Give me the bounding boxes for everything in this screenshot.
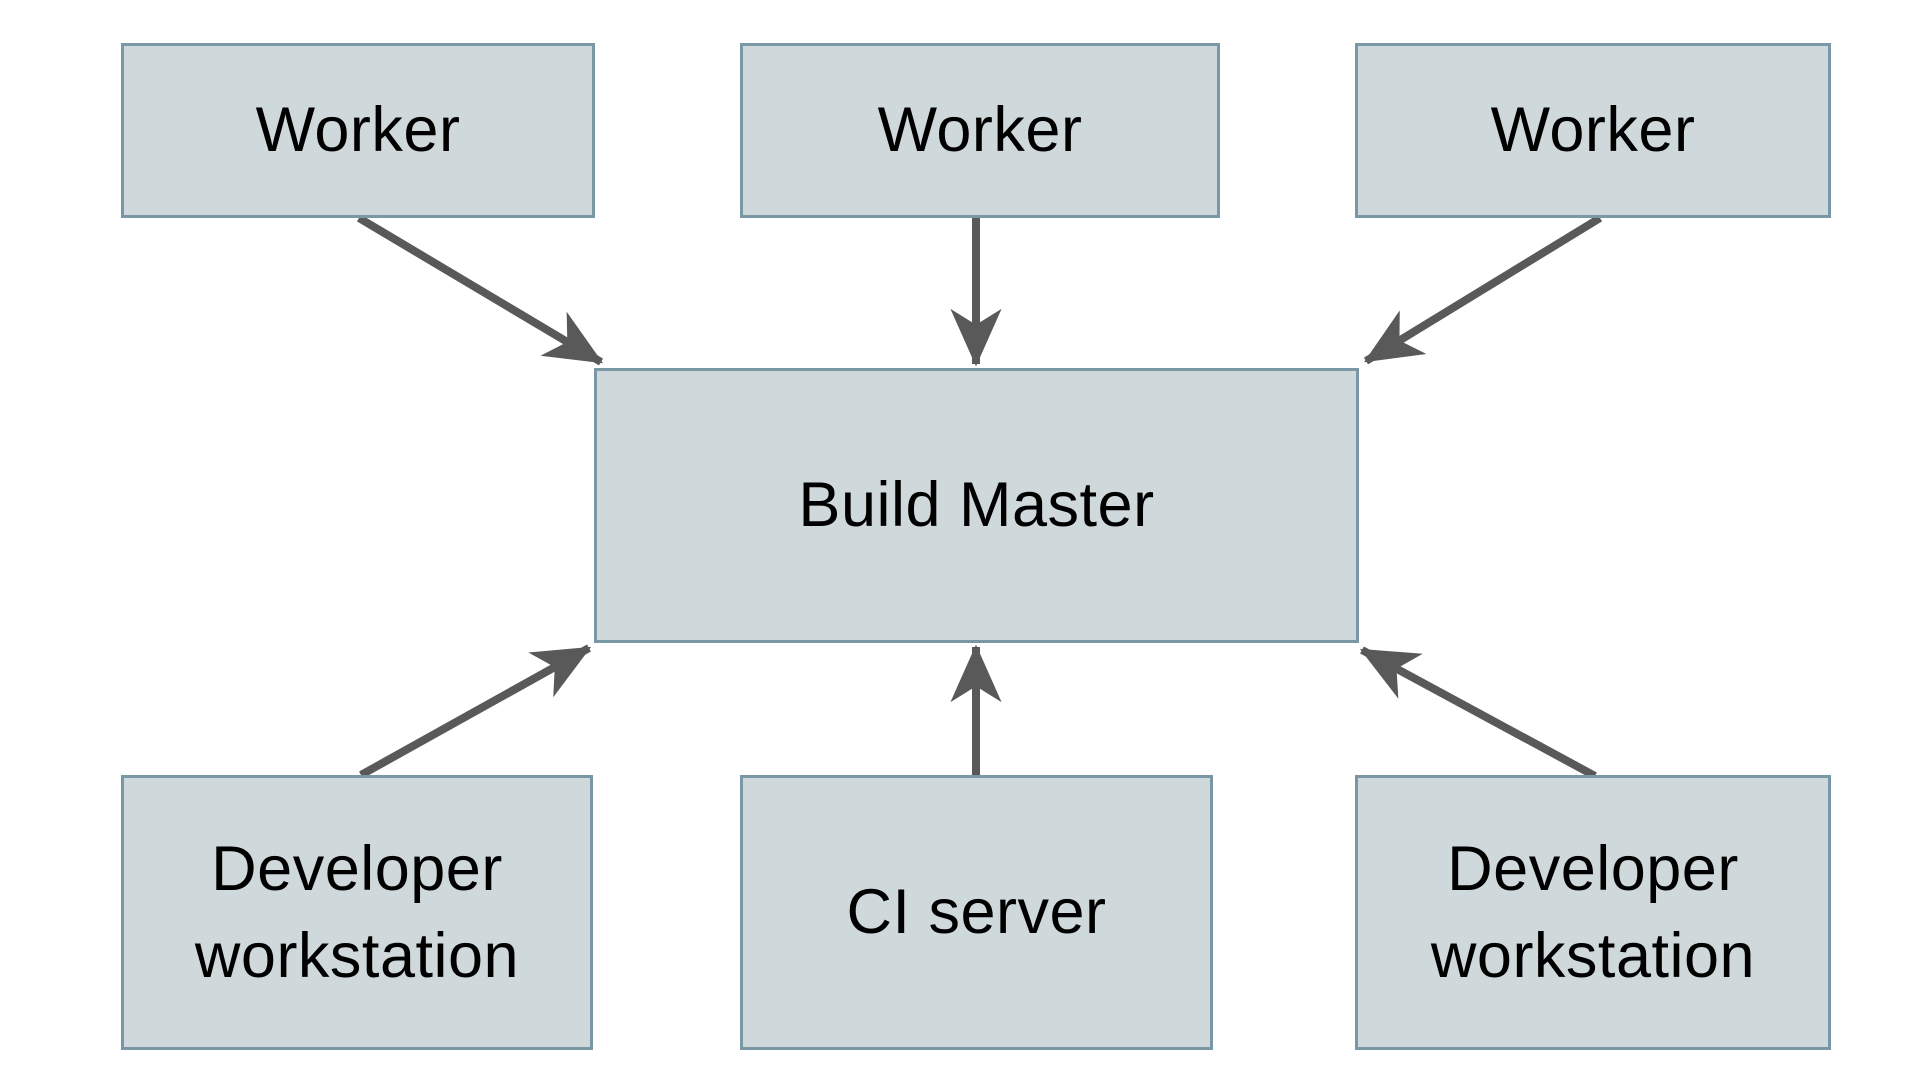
arrow-worker1-to-build-master [356,214,604,366]
node-build-master: Build Master [594,368,1359,643]
node-ci-server: CI server [740,775,1213,1050]
node-developer-workstation-left: Developer workstation [121,775,593,1050]
arrow-dev-right-to-build-master [1359,646,1597,780]
node-developer-workstation-right: Developer workstation [1355,775,1831,1050]
arrow-worker3-to-build-master [1363,214,1603,365]
node-worker-3: Worker [1355,43,1831,218]
node-ci-server-label: CI server [846,877,1107,948]
arrow-dev-left-to-build-master [359,644,592,779]
node-worker-1-label: Worker [255,95,461,166]
node-developer-workstation-right-label: Developer workstation [1430,833,1756,991]
node-worker-2: Worker [740,43,1220,218]
node-worker-2-label: Worker [877,95,1083,166]
node-build-master-label: Build Master [798,470,1155,541]
node-developer-workstation-left-label: Developer workstation [194,833,520,991]
node-worker-1: Worker [121,43,595,218]
node-worker-3-label: Worker [1490,95,1696,166]
